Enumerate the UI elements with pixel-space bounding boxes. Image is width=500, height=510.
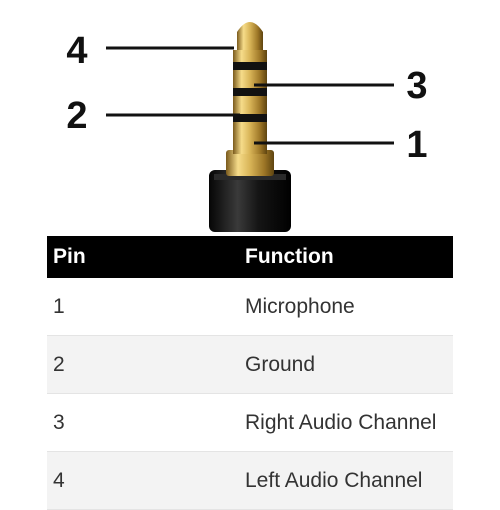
column-header-pin: Pin xyxy=(47,236,239,278)
pin-number-cell: 1 xyxy=(47,278,239,336)
plug-collar xyxy=(226,150,274,176)
table-row: 1 Microphone xyxy=(47,278,453,336)
pin-number-cell: 2 xyxy=(47,335,239,394)
pin-number-cell: 3 xyxy=(47,393,239,452)
callout-label-2: 2 xyxy=(66,95,87,137)
plug-body xyxy=(209,170,291,232)
function-cell: Ground xyxy=(239,335,453,394)
callout-label-1: 1 xyxy=(406,124,427,166)
callout-pin-4: 4 xyxy=(66,30,234,72)
table-row: 2 Ground xyxy=(47,335,453,394)
plug-insulator-rings xyxy=(233,62,267,122)
column-header-function: Function xyxy=(239,236,453,278)
callout-pin-1: 1 xyxy=(254,124,428,166)
trrs-plug-diagram: 4 3 2 1 xyxy=(66,22,428,232)
callout-label-4: 4 xyxy=(66,30,87,72)
function-cell: Left Audio Channel xyxy=(239,451,453,510)
function-cell: Right Audio Channel xyxy=(239,393,453,452)
callout-pin-2: 2 xyxy=(66,95,240,137)
plug-tip xyxy=(237,22,263,50)
pinout-table: Pin Function 1 Microphone 2 Ground 3 Rig… xyxy=(47,236,453,510)
callout-pin-3: 3 xyxy=(254,65,428,107)
function-cell: Microphone xyxy=(239,278,453,336)
pin-number-cell: 4 xyxy=(47,451,239,510)
table-header-row: Pin Function xyxy=(47,236,453,278)
callout-label-3: 3 xyxy=(406,65,427,107)
table-row: 3 Right Audio Channel xyxy=(47,393,453,452)
table-row: 4 Left Audio Channel xyxy=(47,451,453,510)
